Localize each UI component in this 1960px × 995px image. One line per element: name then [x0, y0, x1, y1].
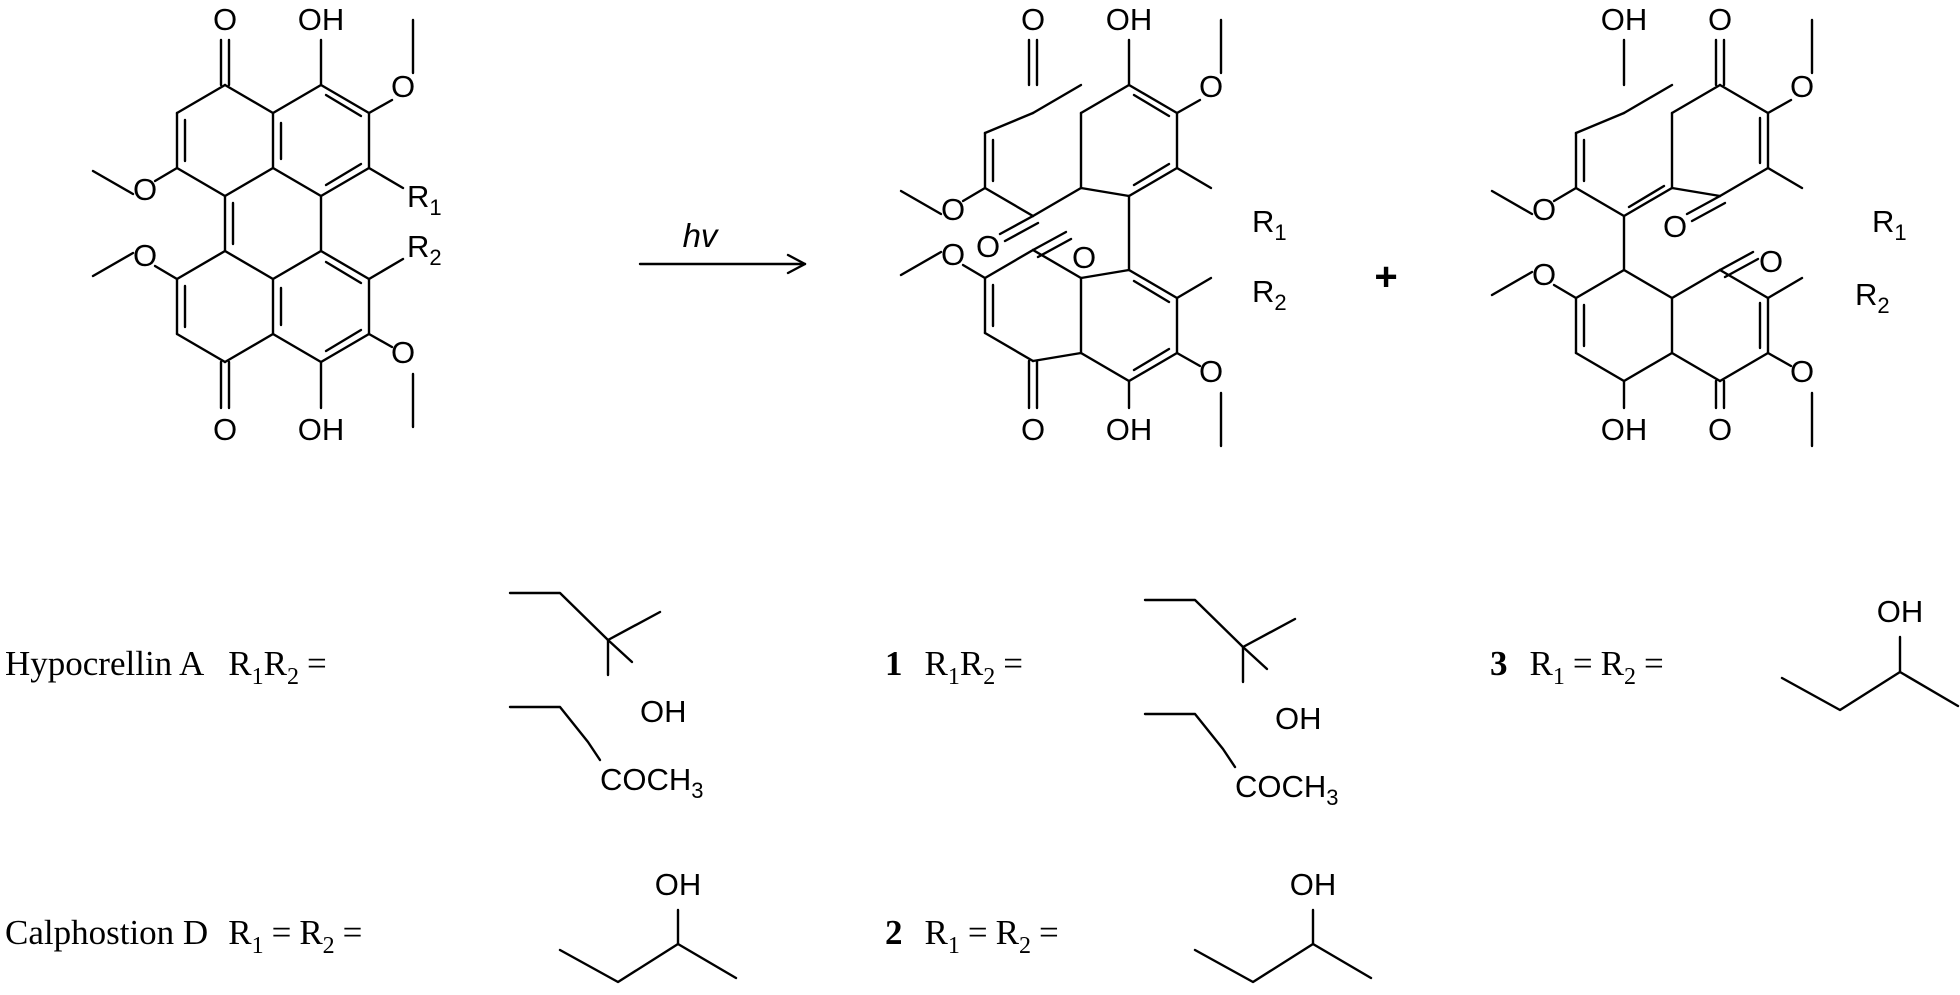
plus-sign: + — [1374, 255, 1397, 299]
methoxy-o-upper-left: O — [133, 172, 157, 207]
product1-carbonyl-o-inner-lower: O — [1072, 240, 1096, 275]
reaction-arrow: hv — [638, 217, 807, 275]
hypocrellin-acetyl: COCH3 — [600, 762, 704, 803]
substituent-r1: R1 — [407, 179, 442, 220]
product3-methoxy-o-upper-right: O — [1790, 69, 1814, 104]
product3-hydroxyl-top: OH — [1601, 2, 1648, 37]
product1-substituent-r1: R1 — [1252, 204, 1287, 245]
hydroxyl-bottom: OH — [298, 412, 345, 447]
carbonyl-o-bottom: O — [213, 412, 237, 447]
hypocrellin-hydroxyl: OH — [640, 694, 687, 729]
hydroxyl-top: OH — [298, 2, 345, 37]
product3-substituent-r2: R2 — [1855, 277, 1890, 318]
product1-hydroxyl-bottom: OH — [1106, 412, 1153, 447]
product3-substituent-r1: R1 — [1872, 204, 1907, 245]
methoxy-o-lower-right: O — [391, 335, 415, 370]
reaction-condition-hv: hv — [683, 217, 720, 254]
compound-1-side-chain: OH COCH3 — [1143, 598, 1339, 810]
product1-carbonyl-o-bottom: O — [1021, 412, 1045, 447]
substituent-r2: R2 — [407, 229, 442, 270]
starting-material-structure: O O OH OH O O O O R1 R2 — [91, 2, 442, 447]
product-one-structure: O O O O OH OH O O O O R1 R2 — [899, 2, 1287, 448]
compound1-acetyl: COCH3 — [1235, 769, 1339, 810]
product1-methoxy-o-lower-right: O — [1199, 354, 1223, 389]
product3-carbonyl-o-inner-upper: O — [1663, 209, 1687, 244]
product-three-structure: OH OH O O O O O O O O R1 R2 — [1490, 2, 1907, 448]
product1-substituent-r2: R2 — [1252, 274, 1287, 315]
product1-carbonyl-o-top: O — [1021, 2, 1045, 37]
product1-carbonyl-o-inner-upper: O — [976, 229, 1000, 264]
product1-methoxy-o-upper-left: O — [941, 192, 965, 227]
compound2-hydroxyl: OH — [1290, 867, 1337, 902]
methoxy-o-upper-right: O — [391, 69, 415, 104]
product1-methoxy-o-lower-left: O — [941, 237, 965, 272]
calphostin-hydroxyl: OH — [655, 867, 702, 902]
product3-carbonyl-o-inner-lower: O — [1759, 244, 1783, 279]
hypocrellin-a-side-chain: OH COCH3 — [508, 591, 704, 803]
product1-methoxy-o-upper-right: O — [1199, 69, 1223, 104]
compound3-hydroxyl: OH — [1877, 594, 1924, 629]
calphostin-d-side-chain: OH — [558, 867, 738, 984]
compound-3-side-chain: OH — [1780, 594, 1960, 712]
compound-2-side-chain: OH — [1193, 867, 1373, 984]
product3-hydroxyl-bottom: OH — [1601, 412, 1648, 447]
product3-methoxy-o-lower-left: O — [1532, 257, 1556, 292]
product3-methoxy-o-lower-right: O — [1790, 354, 1814, 389]
compound1-hydroxyl: OH — [1275, 701, 1322, 736]
product3-methoxy-o-upper-left: O — [1532, 192, 1556, 227]
product3-carbonyl-o-bottom: O — [1708, 412, 1732, 447]
methoxy-o-lower-left: O — [133, 238, 157, 273]
product3-carbonyl-o-top: O — [1708, 2, 1732, 37]
carbonyl-o-top: O — [213, 2, 237, 37]
product1-hydroxyl-top: OH — [1106, 2, 1153, 37]
